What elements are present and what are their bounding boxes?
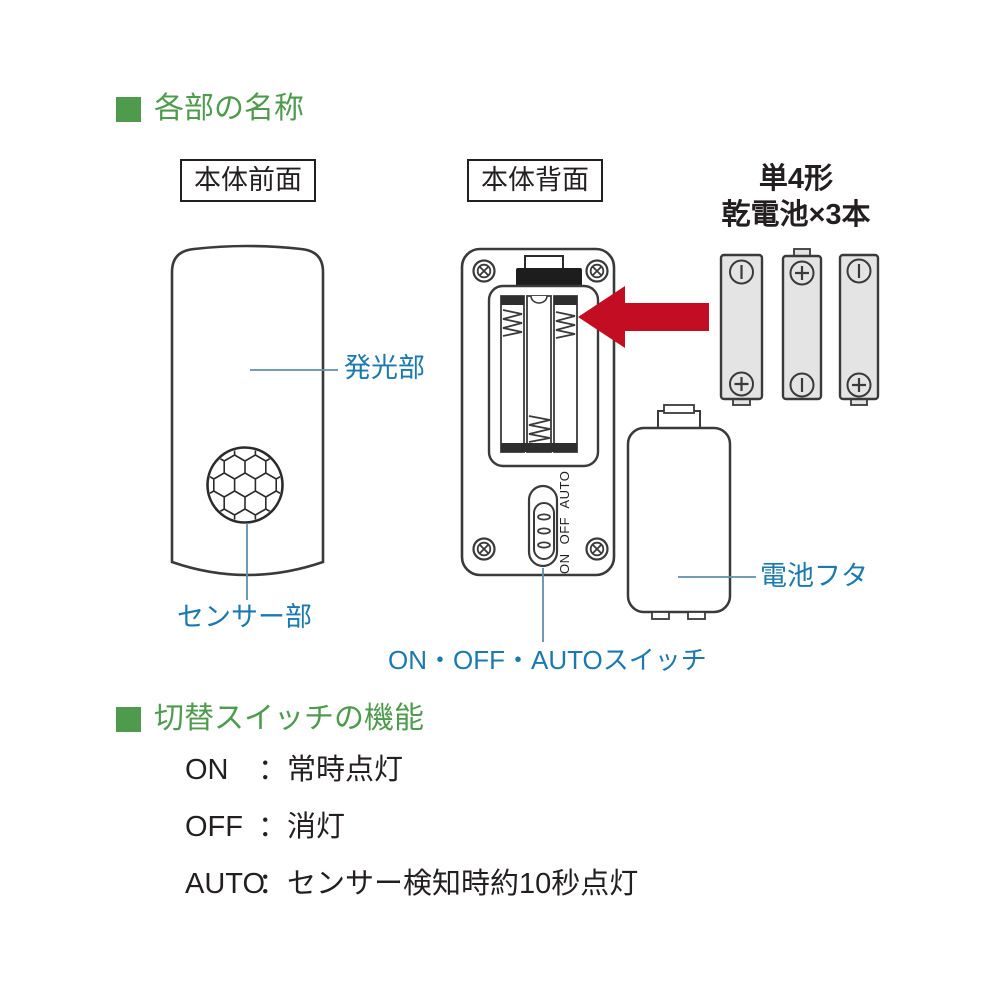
cover-body	[626, 426, 732, 614]
screw-icon	[472, 259, 496, 283]
front-device	[170, 244, 325, 577]
switch-mode-desc: ：センサー検知時約10秒点灯	[258, 868, 639, 900]
sensor-lens-icon	[206, 446, 284, 524]
battery-cell-1	[719, 253, 764, 406]
battery-caption-line2: 乾電池×3本	[721, 199, 871, 231]
green-square-bullet-icon	[116, 96, 141, 122]
minus-terminal-icon	[789, 372, 815, 398]
cover-foot	[687, 611, 706, 620]
latch-tab	[524, 255, 564, 271]
back-view-box-label: 本体背面	[467, 159, 603, 202]
plus-terminal-icon	[729, 371, 754, 397]
battery-cover-label: 電池フタ	[760, 561, 868, 591]
minus-terminal-icon	[846, 258, 872, 284]
battery-cell-2	[781, 248, 823, 401]
switch-function-list: ON ：常時点灯 OFF ：消灯 AUTO ：センサー検知時約10秒点灯	[185, 755, 638, 926]
contact-plate	[501, 443, 577, 452]
contact-notch	[530, 295, 548, 304]
switch-mode-label: OFF	[185, 811, 243, 843]
spring-icon	[502, 309, 523, 337]
battery-caption-line1: 単4形	[758, 163, 834, 195]
spring-icon	[555, 311, 576, 339]
back-device	[460, 247, 616, 577]
screw-icon	[472, 537, 496, 561]
switch-mode-desc: ：消灯	[258, 811, 346, 843]
section-title-parts-label: 各部の名称	[154, 92, 304, 125]
battery-compartment	[487, 284, 600, 468]
battery-caption: 単4形 乾電池×3本	[656, 161, 936, 233]
plus-terminal-icon	[789, 260, 815, 286]
minus-terminal-icon	[729, 259, 754, 285]
on-off-auto-switch[interactable]	[527, 484, 559, 568]
contact-plate	[501, 296, 524, 305]
cover-foot	[651, 611, 670, 620]
screw-icon	[585, 537, 609, 561]
screw-icon	[585, 259, 609, 283]
front-view-box-label: 本体前面	[180, 159, 316, 202]
switch-engraving-text: ON OFF AUTO	[557, 470, 572, 574]
switch-mode-label: ON	[185, 754, 229, 786]
battery-cell-3	[838, 253, 880, 406]
switch-function-row: ON ：常時点灯	[185, 755, 638, 786]
section-title-switch-label: 切替スイッチの機能	[154, 702, 424, 735]
green-square-bullet-icon	[116, 706, 141, 732]
insert-arrow-icon	[578, 286, 709, 348]
sensor-part-label: センサー部	[177, 602, 312, 632]
section-title-switch: 切替スイッチの機能	[116, 704, 424, 734]
contact-plate	[554, 296, 577, 305]
spring-icon	[528, 415, 551, 443]
battery-cover	[626, 404, 732, 620]
switch-callout-label: ON・OFF・AUTOスイッチ	[388, 645, 707, 675]
section-title-parts: 各部の名称	[116, 94, 304, 124]
switch-mode-label: AUTO	[185, 868, 266, 900]
plus-terminal-icon	[846, 372, 872, 398]
cover-latch-tip	[663, 404, 695, 414]
switch-function-row: OFF ：消灯	[185, 812, 638, 843]
light-part-label: 発光部	[344, 353, 425, 383]
switch-function-row: AUTO ：センサー検知時約10秒点灯	[185, 869, 638, 900]
switch-mode-desc: ：常時点灯	[258, 754, 404, 786]
